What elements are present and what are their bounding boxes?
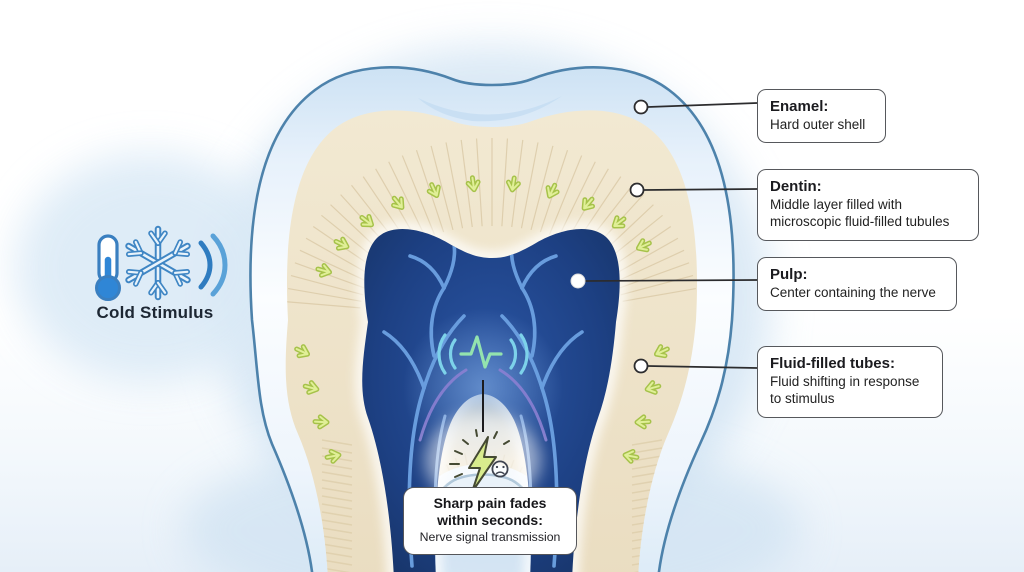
callout-dentin: Dentin: Middle layer filled with microsc… bbox=[757, 169, 979, 241]
cold-stimulus-label: Cold Stimulus bbox=[96, 303, 214, 322]
pulp-anchor-dot bbox=[570, 273, 586, 289]
callout-fluid-tubes-line1: Fluid shifting in response bbox=[770, 374, 920, 389]
callout-pulp-title: Pulp: bbox=[770, 266, 808, 283]
enamel-groove-highlight bbox=[418, 96, 562, 122]
snowflake-icon bbox=[125, 225, 191, 301]
pain-note-body: Nerve signal transmission bbox=[419, 530, 561, 545]
dentin-anchor-dot bbox=[629, 182, 645, 198]
callout-dentin-title: Dentin: bbox=[770, 178, 822, 195]
callout-pulp: Pulp: Center containing the nerve bbox=[757, 257, 957, 312]
cold-waves-icon bbox=[198, 233, 228, 297]
pain-note-box: Sharp pain fades within seconds: Nerve s… bbox=[403, 487, 577, 555]
callout-fluid-tubes-title: Fluid-filled tubes: bbox=[770, 355, 895, 372]
sad-face-icon bbox=[491, 460, 509, 478]
callout-pulp-line: Center containing the nerve bbox=[770, 285, 936, 300]
callout-dentin-line1: Middle layer filled with bbox=[770, 197, 903, 212]
callout-fluid-tubes-line2: to stimulus bbox=[770, 391, 835, 407]
pain-note-title-line2: within seconds: bbox=[437, 512, 543, 529]
callout-enamel-line: Hard outer shell bbox=[770, 117, 866, 132]
callout-enamel: Enamel: Hard outer shell bbox=[757, 89, 886, 144]
fluid-shift-arrows bbox=[294, 175, 670, 464]
thermometer-icon bbox=[95, 234, 121, 301]
nerve-signal-icon bbox=[437, 333, 529, 375]
enamel-anchor-dot bbox=[633, 99, 649, 115]
fluid-tubes-anchor-dot bbox=[633, 358, 649, 374]
callout-dentin-line2: microscopic fluid-filled tubules bbox=[770, 214, 950, 230]
callout-fluid-tubes: Fluid-filled tubes: Fluid shifting in re… bbox=[757, 346, 943, 418]
pain-note-title-line1: Sharp pain fades bbox=[433, 495, 547, 511]
callout-enamel-title: Enamel: bbox=[770, 98, 829, 115]
cold-stimulus-icons bbox=[95, 225, 228, 301]
callout-connectors bbox=[570, 99, 758, 374]
